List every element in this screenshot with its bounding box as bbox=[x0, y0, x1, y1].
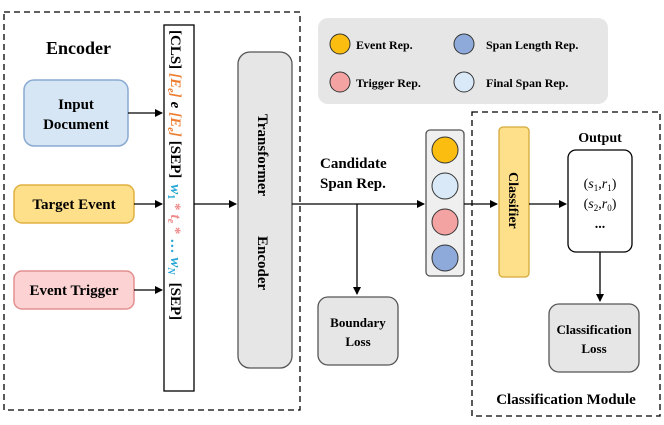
input-sequence-text: [CLS][Ee]e[Ee][SEP]w1 *te *…wN[SEP] bbox=[165, 30, 183, 320]
legend-trigger-swatch bbox=[329, 71, 351, 93]
legend-final-span-label: Final Span Rep. bbox=[486, 76, 568, 90]
span-stack-trigger-circle bbox=[431, 208, 459, 236]
input-document-label-line1: Input bbox=[58, 97, 94, 113]
classification-module-title: Classification Module bbox=[496, 392, 636, 408]
token-sep-2: [SEP] bbox=[167, 283, 183, 321]
boundary-loss-label-line1: Boundary bbox=[330, 315, 386, 330]
classification-module-region bbox=[471, 111, 661, 417]
token-e-sub-2: e bbox=[165, 127, 176, 132]
input-sequence-box bbox=[163, 24, 195, 392]
encoder-region bbox=[3, 11, 301, 411]
token-star-2: * bbox=[167, 223, 183, 234]
token-te: t bbox=[167, 215, 183, 220]
token-w1: w bbox=[167, 184, 183, 195]
output-row-1-s: s bbox=[588, 177, 594, 192]
output-title: Output bbox=[578, 131, 622, 146]
token-dots: … bbox=[167, 238, 183, 253]
target-event-label: Target Event bbox=[32, 197, 115, 213]
output-row-2-r: r bbox=[602, 197, 608, 212]
token-sep-1: [SEP] bbox=[167, 141, 183, 179]
classification-loss-box bbox=[548, 303, 640, 373]
legend-span-length-swatch bbox=[453, 33, 475, 55]
input-document-box bbox=[23, 79, 129, 147]
output-row-1: (s1,r1) bbox=[584, 177, 617, 193]
token-e-open-1: [E bbox=[167, 73, 183, 88]
token-star-1: * bbox=[167, 199, 183, 210]
token-e-open-2: [E bbox=[167, 112, 183, 127]
legend-event-swatch bbox=[329, 33, 351, 55]
candidate-span-label-line2: Span Rep. bbox=[320, 176, 386, 192]
encoder-title: Encoder bbox=[46, 38, 111, 58]
span-rep-stack bbox=[425, 129, 465, 277]
classifier-box bbox=[498, 126, 530, 278]
span-stack-final-circle bbox=[431, 172, 459, 200]
classification-loss-label-line1: Classification bbox=[556, 322, 632, 337]
boundary-loss-label-line2: Loss bbox=[345, 334, 370, 349]
output-row-1-s-sub: 1 bbox=[594, 183, 599, 193]
candidate-span-label-line1: Candidate bbox=[320, 156, 387, 172]
event-trigger-label: Event Trigger bbox=[29, 283, 118, 299]
input-document-label-line2: Document bbox=[43, 117, 109, 133]
legend-final-span-swatch bbox=[453, 71, 475, 93]
classification-loss-label-line2: Loss bbox=[581, 341, 606, 356]
transformer-encoder-box bbox=[237, 51, 293, 369]
output-row-2-r-sub: 0 bbox=[607, 203, 612, 213]
token-wn-sub: N bbox=[165, 266, 176, 275]
token-e-mid: e bbox=[167, 102, 183, 109]
token-w1-sub: 1 bbox=[165, 194, 176, 199]
classifier-label: Classifier bbox=[505, 172, 520, 229]
span-stack-length-circle bbox=[431, 244, 459, 272]
output-dots: ... bbox=[595, 217, 606, 232]
token-e-close-1: ] bbox=[167, 92, 183, 98]
output-row-2-s-sub: 2 bbox=[594, 203, 599, 213]
token-e-sub-1: e bbox=[165, 88, 176, 93]
token-te-sub: e bbox=[165, 219, 176, 224]
transformer-encoder-label-line2: Encoder bbox=[254, 236, 270, 291]
span-stack-event-circle bbox=[431, 136, 459, 164]
boundary-loss-box bbox=[317, 296, 399, 366]
token-wn: w bbox=[167, 257, 183, 268]
legend-box bbox=[318, 18, 608, 104]
legend-event-label: Event Rep. bbox=[356, 38, 413, 52]
token-e-close-2: ] bbox=[167, 131, 183, 137]
token-cls: [CLS] bbox=[167, 30, 183, 69]
output-row-1-r-sub: 1 bbox=[607, 183, 612, 193]
output-row-2: (s2,r0) bbox=[584, 197, 617, 213]
output-row-1-r: r bbox=[602, 177, 608, 192]
output-row-2-s: s bbox=[588, 197, 594, 212]
legend-trigger-label: Trigger Rep. bbox=[356, 76, 421, 90]
transformer-encoder-label-line1: Transformer bbox=[254, 114, 270, 197]
legend-span-length-label: Span Length Rep. bbox=[486, 38, 578, 52]
